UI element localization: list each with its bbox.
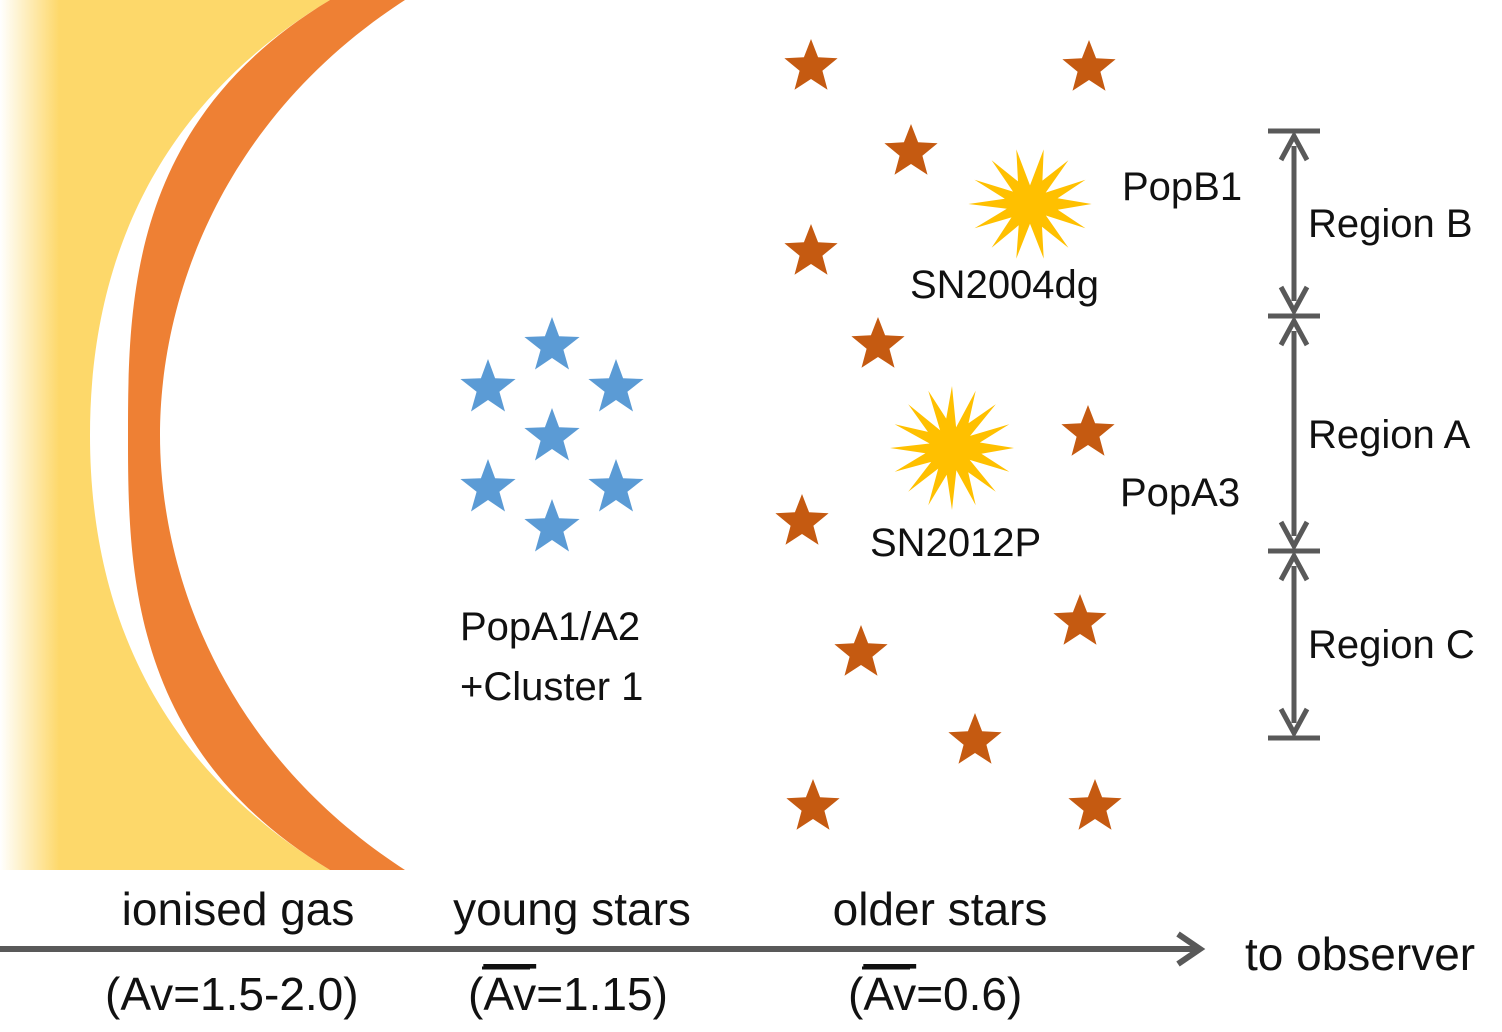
young-star-icon <box>588 459 644 512</box>
older-star-icon <box>1061 405 1115 456</box>
sn2012p-explosion-icon <box>890 386 1014 510</box>
older-star-icon <box>948 713 1002 764</box>
older-star-icon <box>786 779 840 830</box>
extinction-value: =0.6) <box>916 968 1022 1020</box>
region-brackets <box>1268 128 1320 741</box>
ionised-gas-shape <box>0 0 405 870</box>
extinction-prefix: ( <box>105 968 121 1020</box>
to-observer-label: to observer <box>1245 928 1475 980</box>
young-star-icon <box>524 408 580 461</box>
popb1-label: PopB1 <box>1122 165 1242 209</box>
older-star-icon <box>834 625 888 676</box>
older-star-icon <box>1068 779 1122 830</box>
region-a-label: Region A <box>1308 413 1471 457</box>
region-b-arrowhead-up <box>1278 130 1310 162</box>
gas-outer-layer <box>0 0 330 870</box>
region-a-arrowhead-down <box>1278 520 1310 552</box>
young-stars-label: young stars <box>453 883 691 935</box>
extinction-symbol: Av <box>483 968 536 1020</box>
region-b-arrowhead-down <box>1278 285 1310 317</box>
young-stars-cluster <box>460 317 644 552</box>
popa3-label: PopA3 <box>1120 471 1240 515</box>
arrow-right-icon <box>1176 931 1206 967</box>
older-stars-label: older stars <box>833 883 1048 935</box>
young-star-icon <box>460 459 516 512</box>
young-stars-extinction: (Av=1.15) <box>468 968 668 1020</box>
extinction-prefix: ( <box>468 968 484 1020</box>
extinction-symbol: Av <box>863 968 916 1020</box>
extinction-value: =1.5-2.0) <box>173 968 358 1020</box>
extinction-value: =1.15) <box>536 968 668 1020</box>
extinction-symbol: Av <box>120 968 173 1020</box>
popa1-a2-label: PopA1/A2 <box>460 605 640 649</box>
region-c-arrowhead-up <box>1278 550 1310 582</box>
young-star-icon <box>524 317 580 370</box>
older-star-icon <box>775 494 829 545</box>
region-c-label: Region C <box>1308 623 1475 667</box>
older-star-icon <box>1053 594 1107 645</box>
sn2004dg-label: SN2004dg <box>910 263 1099 307</box>
older-stars-group <box>775 39 1122 830</box>
region-b-label: Region B <box>1308 202 1473 246</box>
cluster1-label: +Cluster 1 <box>460 665 643 709</box>
older-star-icon <box>1062 40 1116 91</box>
ionised-gas-extinction: (Av=1.5-2.0) <box>105 968 359 1020</box>
young-star-icon <box>460 359 516 412</box>
young-star-icon <box>524 499 580 552</box>
region-c-arrowhead-down <box>1278 707 1310 739</box>
sn2012p-label: SN2012P <box>870 521 1041 565</box>
sn2004dg-explosion-icon <box>968 149 1092 259</box>
observer-axis <box>0 931 1206 967</box>
older-star-icon <box>784 39 838 90</box>
region-a-arrowhead-up <box>1278 315 1310 347</box>
older-star-icon <box>784 224 838 275</box>
gas-inner-layer <box>128 0 405 870</box>
older-star-icon <box>884 124 938 175</box>
older-star-icon <box>851 317 905 368</box>
young-star-icon <box>588 359 644 412</box>
extinction-prefix: ( <box>848 968 864 1020</box>
older-stars-extinction: (Av=0.6) <box>848 968 1022 1020</box>
ionised-gas-label: ionised gas <box>122 883 355 935</box>
